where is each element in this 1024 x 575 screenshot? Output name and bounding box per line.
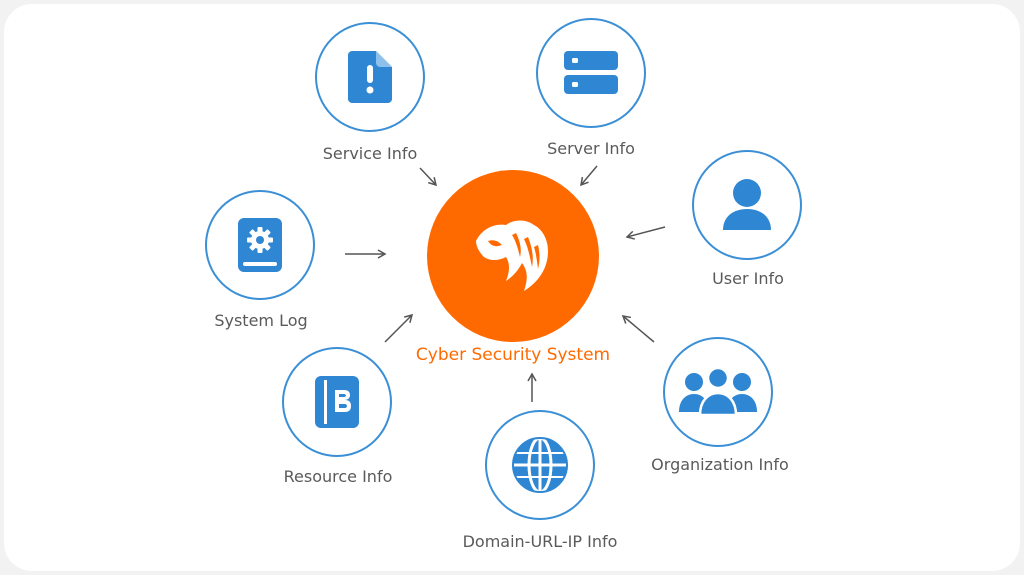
node-organization-info: [663, 337, 773, 447]
arrow-resource: [384, 313, 414, 343]
label-system-log: System Log: [214, 311, 308, 330]
group-icon: [679, 368, 757, 416]
center-label: Cyber Security System: [415, 345, 611, 365]
label-organization-info: Organization Info: [651, 455, 789, 474]
center-node: [427, 170, 599, 342]
server-icon: [564, 51, 618, 94]
node-user-info: [692, 150, 802, 260]
label-user-info: User Info: [712, 269, 784, 288]
label-domain-info: Domain-URL-IP Info: [462, 532, 618, 551]
arrow-server: [580, 165, 598, 187]
node-server-info: [536, 18, 646, 128]
tiger-icon: [476, 220, 548, 291]
user-icon: [723, 179, 771, 230]
label-server-info: Server Info: [547, 139, 635, 158]
arrow-organization: [621, 315, 655, 343]
notebook-icon: [315, 376, 359, 428]
label-service-info: Service Info: [322, 144, 418, 163]
node-service-info: [315, 22, 425, 132]
label-resource-info: Resource Info: [283, 467, 393, 486]
globe-icon: [512, 436, 568, 494]
arrow-user: [625, 226, 666, 240]
node-domain-info: [485, 410, 595, 520]
node-resource-info: [282, 347, 392, 457]
document-alert-icon: [348, 51, 392, 103]
arrow-service: [419, 167, 438, 187]
node-system-log: [205, 190, 315, 300]
gear-book-icon: [238, 218, 282, 272]
